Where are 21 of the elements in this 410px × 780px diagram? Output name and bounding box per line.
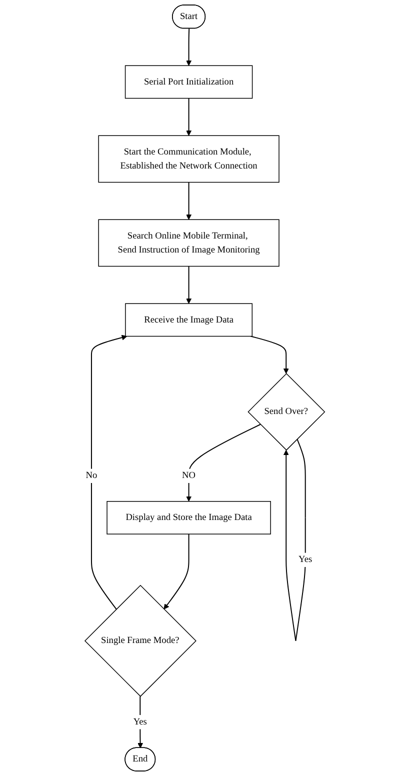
edge-label: Yes: [134, 716, 148, 727]
node-diamond: Send Over?: [248, 373, 326, 451]
arrow: [186, 266, 192, 304]
edge-label: No: [86, 470, 98, 481]
node-box: Search Online Mobile Terminal, Send Instruction of Image Monitoring: [98, 219, 280, 267]
node-box: Serial Port Initialization: [125, 65, 253, 99]
arrow: [186, 182, 192, 220]
edge-label: Yes: [298, 554, 312, 565]
node-box: Display and Store the Image Data: [106, 501, 272, 534]
arrow: [91, 334, 128, 610]
arrow: [284, 438, 306, 642]
arrow: [186, 98, 192, 136]
arrow: [186, 28, 192, 66]
node-box: Start the Communication Module, Established the Network Connection: [98, 135, 280, 183]
arrow: [138, 696, 144, 748]
arrow: [164, 534, 190, 610]
edge-label: NO: [182, 470, 196, 481]
node-diamond: Single Frame Mode?: [84, 584, 197, 697]
arrow: [186, 424, 262, 502]
node-box: Receive the Image Data: [125, 303, 253, 337]
arrow: [250, 336, 290, 374]
